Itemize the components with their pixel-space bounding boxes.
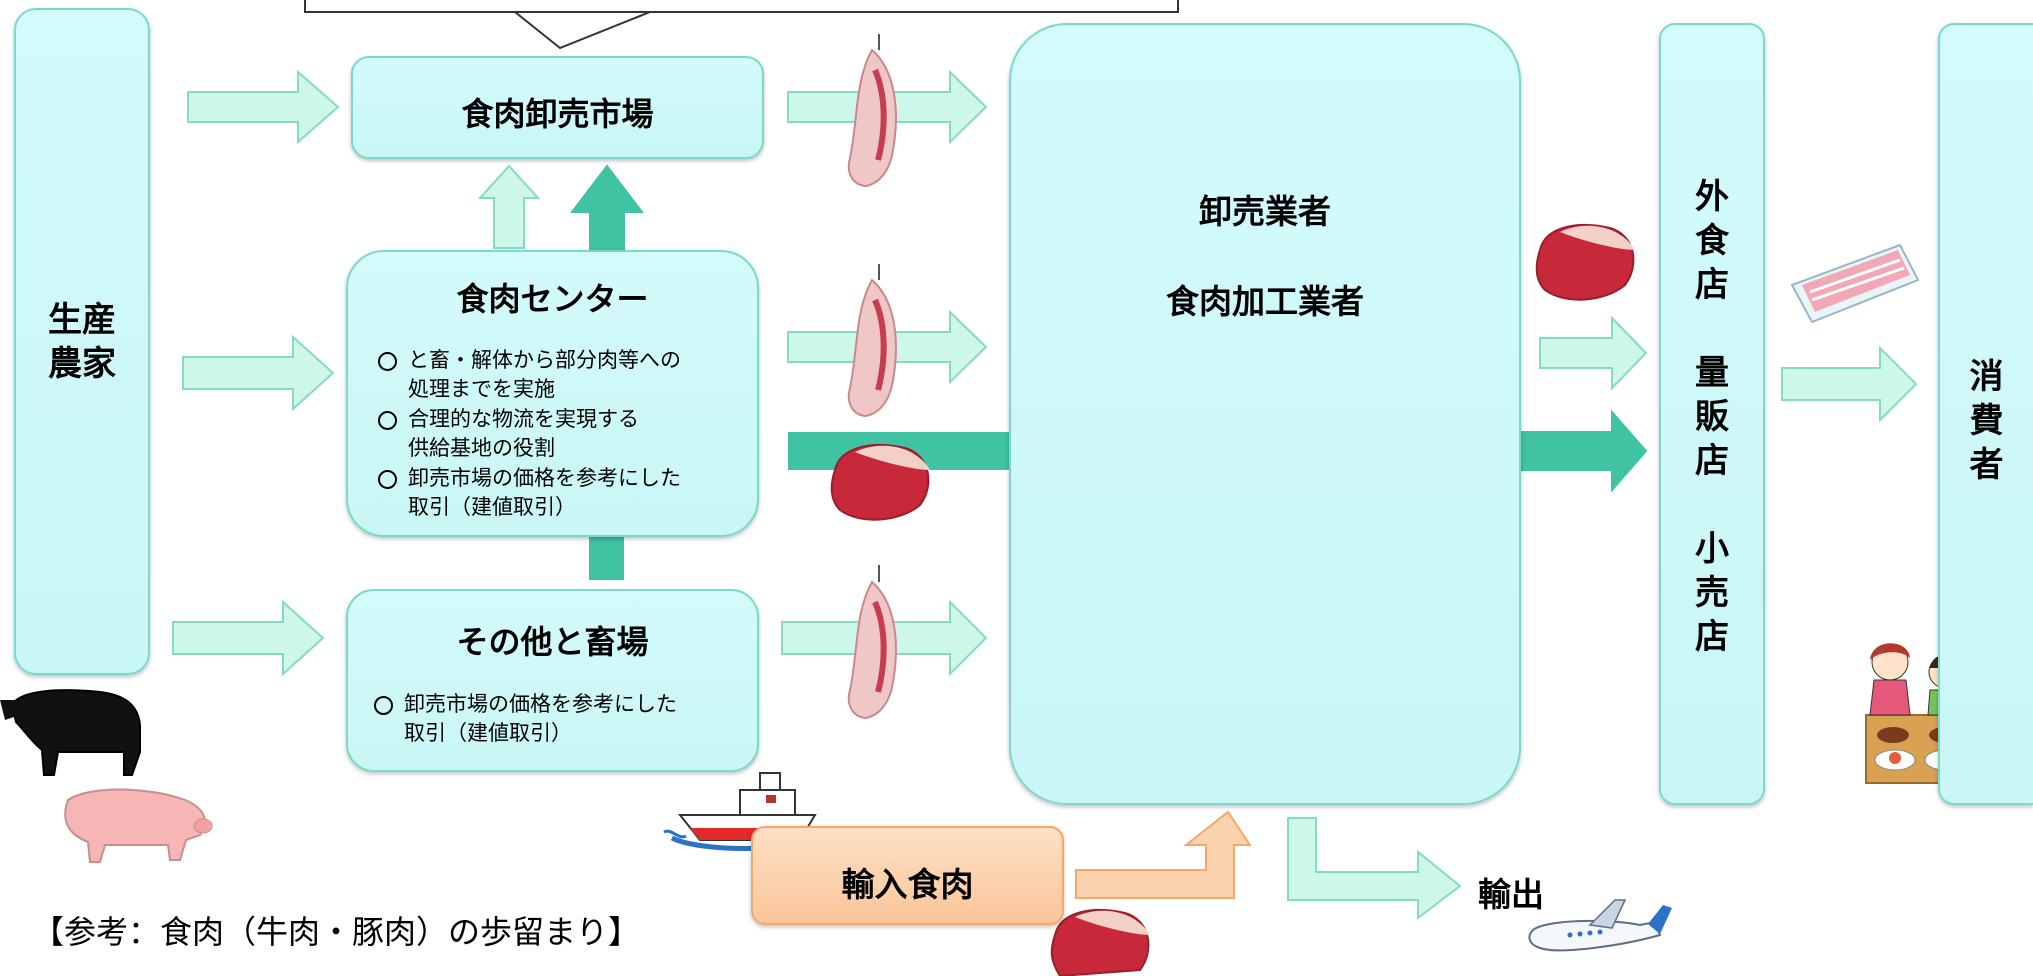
arrow-producers-to-other xyxy=(172,599,325,677)
meat-processor-title: 食肉加工業者 xyxy=(1166,282,1364,321)
arrow-center-to-market-dark xyxy=(569,164,645,251)
retail-char: 小 xyxy=(1695,529,1729,569)
arrow-producers-to-center xyxy=(182,334,335,412)
producers-box: 生産 農家 xyxy=(14,8,150,675)
consumers-char: 者 xyxy=(1969,445,2004,485)
retail-char: 外 xyxy=(1695,177,1729,217)
reference-label: 【参考：食肉（牛肉・豚肉）の歩留まり】 xyxy=(32,913,641,951)
arrow-wholesaler-to-retail-light xyxy=(1539,315,1648,391)
retail-char: 量 xyxy=(1695,353,1729,393)
meat-center-bullet: 卸売市場の価格を参考にした 取引（建値取引） xyxy=(376,464,681,522)
meat-center-bullet: 合理的な物流を実現する 供給基地の役割 xyxy=(376,405,681,463)
airplane-icon xyxy=(1528,899,1672,952)
arrow-wholesaler-to-export xyxy=(1287,817,1462,921)
retail-char: 店 xyxy=(1695,617,1729,657)
cow-icon xyxy=(0,689,141,776)
other-slaughterhouse-bullet: 卸売市場の価格を参考にした 取引（建値取引） xyxy=(372,690,677,748)
imported-meat-box: 輸入食肉 xyxy=(751,826,1064,925)
arrow-import-to-wholesaler xyxy=(1075,810,1252,899)
producers-label-line2: 農家 xyxy=(48,343,116,384)
carcass-icon xyxy=(847,34,897,188)
other-slaughterhouse-title: その他と畜場 xyxy=(456,623,649,661)
pig-icon xyxy=(64,788,213,863)
consumers-char: 費 xyxy=(1969,401,2004,441)
meat-center-title: 食肉センター xyxy=(456,280,649,318)
arrow-retail-to-consumers xyxy=(1781,345,1918,423)
connector-other-to-center xyxy=(589,535,624,580)
meat-center-bullets: と畜・解体から部分肉等への 処理までを実施 合理的な物流を実現する 供給基地の役… xyxy=(376,346,681,523)
consumers-char: 消 xyxy=(1969,357,2004,397)
retail-char: 売 xyxy=(1695,573,1729,613)
carcass-icon xyxy=(847,565,897,720)
other-slaughterhouse-box: その他と畜場 卸売市場の価格を参考にした 取引（建値取引） xyxy=(346,589,759,772)
retail-char: 食 xyxy=(1695,221,1729,261)
retail-char: 販 xyxy=(1695,397,1729,437)
producers-label-line1: 生産 xyxy=(48,299,116,340)
meat-center-box: 食肉センター と畜・解体から部分肉等への 処理までを実施 合理的な物流を実現する… xyxy=(346,250,759,537)
other-slaughterhouse-bullets: 卸売市場の価格を参考にした 取引（建値取引） xyxy=(372,690,677,749)
meat-block-icon xyxy=(1050,909,1150,976)
meat-pack-icon xyxy=(1790,243,1920,324)
consumers-box: 消 費 者 xyxy=(1938,23,2033,805)
arrow-wholesaler-to-retail-dark xyxy=(1521,409,1648,493)
export-label: 輸出 xyxy=(1478,875,1544,914)
imported-meat-label: 輸入食肉 xyxy=(841,865,974,904)
retail-box: 外 食 店 量 販 店 小 売 店 xyxy=(1659,23,1765,805)
wholesale-market-title: 食肉卸売市場 xyxy=(461,95,654,133)
wholesaler-title: 卸売業者 xyxy=(1199,192,1331,231)
meat-center-bullet: と畜・解体から部分肉等への 処理までを実施 xyxy=(376,346,681,404)
retail-char: 店 xyxy=(1695,441,1729,481)
callout-box xyxy=(304,0,1179,50)
arrow-producers-to-market xyxy=(187,69,340,145)
arrow-center-to-market-light xyxy=(477,164,541,249)
meat-block-icon xyxy=(830,444,930,521)
meat-block-icon xyxy=(1535,224,1635,301)
retail-char: 店 xyxy=(1695,265,1729,305)
wholesale-market-box: 食肉卸売市場 xyxy=(351,56,764,159)
wholesaler-box: 卸売業者 食肉加工業者 xyxy=(1009,23,1521,805)
carcass-icon xyxy=(847,264,897,418)
